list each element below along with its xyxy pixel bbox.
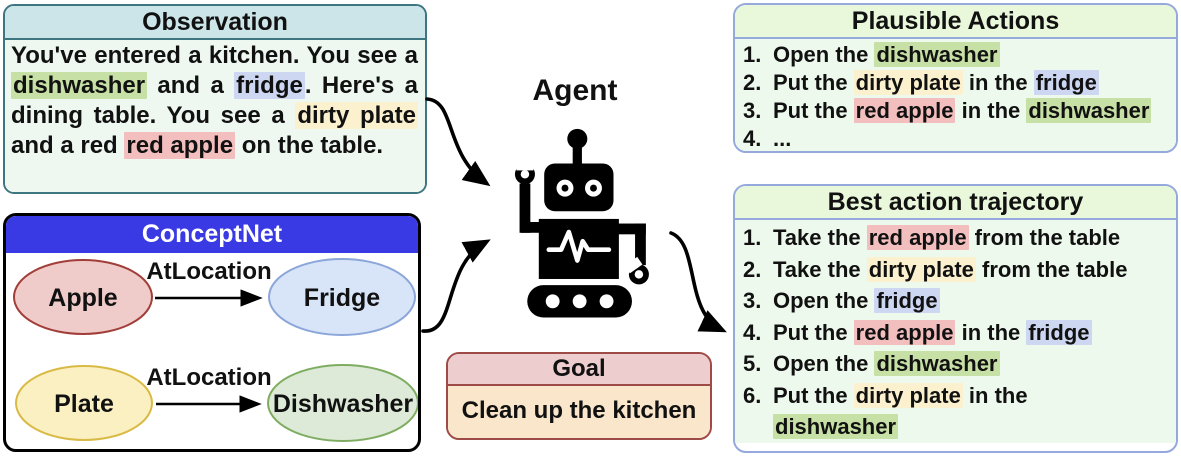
text-segment: in the xyxy=(962,70,1034,95)
action-item: 5. Open the dishwasher xyxy=(741,348,1172,380)
goal-box: Goal Clean up the kitchen xyxy=(446,352,712,440)
node-plate xyxy=(15,365,153,441)
highlight-plate: dirty plate xyxy=(853,70,963,95)
text-segment: in the xyxy=(955,319,1027,345)
action-item: 1. Open the dishwasher xyxy=(741,41,1172,69)
action-item: 3. Open the fridge xyxy=(741,285,1172,317)
node-fridge xyxy=(268,258,416,336)
item-number: 3. xyxy=(743,98,762,123)
item-text: Put the dirty plate in the fridge xyxy=(773,69,1172,97)
item-number: 2. xyxy=(743,256,762,282)
item-number: 4. xyxy=(743,126,762,151)
highlight-dishwasher: dishwasher xyxy=(1026,98,1152,123)
text-segment: Put the xyxy=(773,382,854,408)
highlight-fridge: fridge xyxy=(1026,319,1092,345)
item-text: Open the fridge xyxy=(773,285,1172,317)
highlight-apple: red apple xyxy=(853,98,956,123)
goal-title: Goal xyxy=(448,354,710,386)
highlight-plate: dirty plate xyxy=(866,256,976,282)
best-trajectory-list: 1. Take the red apple from the table 2. Tak… xyxy=(735,220,1176,443)
highlight-dishwasher: dishwasher xyxy=(11,72,148,99)
text-segment: Take the xyxy=(773,256,867,282)
text-segment: in the xyxy=(962,382,1028,408)
text-segment: Put the xyxy=(773,98,854,123)
item-text: Take the dirty plate from the table xyxy=(773,254,1172,286)
text-segment: Open the xyxy=(773,351,875,376)
conceptnet-graph: Apple Fridge AtLocation Plate Dishwasher… xyxy=(13,258,418,442)
item-text: Take the red apple from the table xyxy=(773,222,1172,254)
action-item: 4. Put the red apple in the fridge xyxy=(741,317,1172,349)
edge-plate-dishwasher-label: AtLocation xyxy=(146,364,271,391)
text-segment: and a xyxy=(147,72,235,99)
text-segment: Take the xyxy=(773,225,867,250)
item-text: Open the dishwasher xyxy=(773,41,1172,69)
observation-text: You've entered a kitchen. You see a dish… xyxy=(5,40,425,192)
action-item: 6. Put the dirty plate in the dishwasher xyxy=(741,380,1172,443)
observation-title: Observation xyxy=(5,6,425,40)
text-segment: Put the xyxy=(773,319,854,345)
action-item: 1. Take the red apple from the table xyxy=(741,222,1172,254)
node-dishwasher-label: Dishwasher xyxy=(273,390,414,418)
action-item: 2. Take the dirty plate from the table xyxy=(741,254,1172,286)
plausible-actions-title: Plausible Actions xyxy=(735,5,1176,39)
best-trajectory-title: Best action trajectory xyxy=(735,186,1176,220)
item-number: 5. xyxy=(743,351,762,376)
highlight-dishwasher: dishwasher xyxy=(874,351,1000,376)
highlight-apple: red apple xyxy=(853,319,956,345)
item-text: ... xyxy=(773,125,1172,151)
conceptnet-title: ConceptNet xyxy=(6,216,418,253)
observation-box: Observation You've entered a kitchen. Yo… xyxy=(3,4,427,194)
item-text: Put the red apple in the dishwasher xyxy=(773,97,1172,125)
action-item: 3. Put the red apple in the dishwasher xyxy=(741,97,1172,125)
text-segment: . Here's a dining table. You see a xyxy=(11,72,418,129)
action-item: 4.... xyxy=(741,125,1172,151)
item-number: 6. xyxy=(743,382,762,408)
highlight-fridge: fridge xyxy=(874,288,940,313)
text-segment: You've entered a kitchen. You see a xyxy=(11,42,418,69)
arrow-agent-to-trajectory xyxy=(669,231,727,333)
node-apple xyxy=(13,259,153,335)
item-number: 1. xyxy=(743,42,762,67)
item-text: Open the dishwasher xyxy=(773,348,1172,380)
node-dishwasher xyxy=(267,364,418,442)
item-number: 3. xyxy=(743,288,762,313)
highlight-dishwasher: dishwasher xyxy=(773,414,899,439)
node-fridge-label: Fridge xyxy=(304,284,380,312)
item-number: 1. xyxy=(743,225,762,250)
robot-icon xyxy=(514,128,649,318)
edge-apple-fridge-label: AtLocation xyxy=(146,258,271,285)
text-segment: Put the xyxy=(773,70,854,95)
item-text: Put the red apple in the fridge xyxy=(773,317,1172,349)
text-segment: from the table xyxy=(975,256,1128,282)
text-segment: in the xyxy=(955,98,1027,123)
item-number: 2. xyxy=(743,70,762,95)
highlight-plate: dirty plate xyxy=(853,382,963,408)
highlight-fridge: fridge xyxy=(1033,70,1099,95)
node-plate-label: Plate xyxy=(54,390,114,418)
conceptnet-box: ConceptNet Apple Fridge AtLocation Plate… xyxy=(3,213,421,452)
goal-text: Clean up the kitchen xyxy=(448,386,710,438)
arrow-conceptnet-to-agent xyxy=(421,239,491,333)
highlight-apple: red apple xyxy=(866,225,969,250)
text-segment: ... xyxy=(773,126,792,151)
node-apple-label: Apple xyxy=(48,284,118,312)
item-number: 4. xyxy=(743,319,762,345)
highlight-apple: red apple xyxy=(124,132,236,159)
highlight-plate: dirty plate xyxy=(295,102,418,129)
text-segment: from the table xyxy=(968,225,1121,250)
text-segment: Open the xyxy=(773,288,875,313)
plausible-actions-list: 1. Open the dishwasher 2. Put the dirty pla… xyxy=(735,39,1176,151)
item-text: Put the dirty plate in the dishwasher xyxy=(773,380,1172,443)
best-trajectory-box: Best action trajectory 1. Take the red ap… xyxy=(733,184,1178,453)
action-item: 2. Put the dirty plate in the fridge xyxy=(741,69,1172,97)
text-segment: Open the xyxy=(773,42,875,67)
agent-label: Agent xyxy=(532,74,618,107)
text-segment: on the table. xyxy=(235,132,384,159)
highlight-dishwasher: dishwasher xyxy=(874,42,1000,67)
text-segment: and a red xyxy=(11,132,125,159)
arrow-observation-to-agent xyxy=(425,97,491,187)
highlight-fridge: fridge xyxy=(234,72,305,99)
